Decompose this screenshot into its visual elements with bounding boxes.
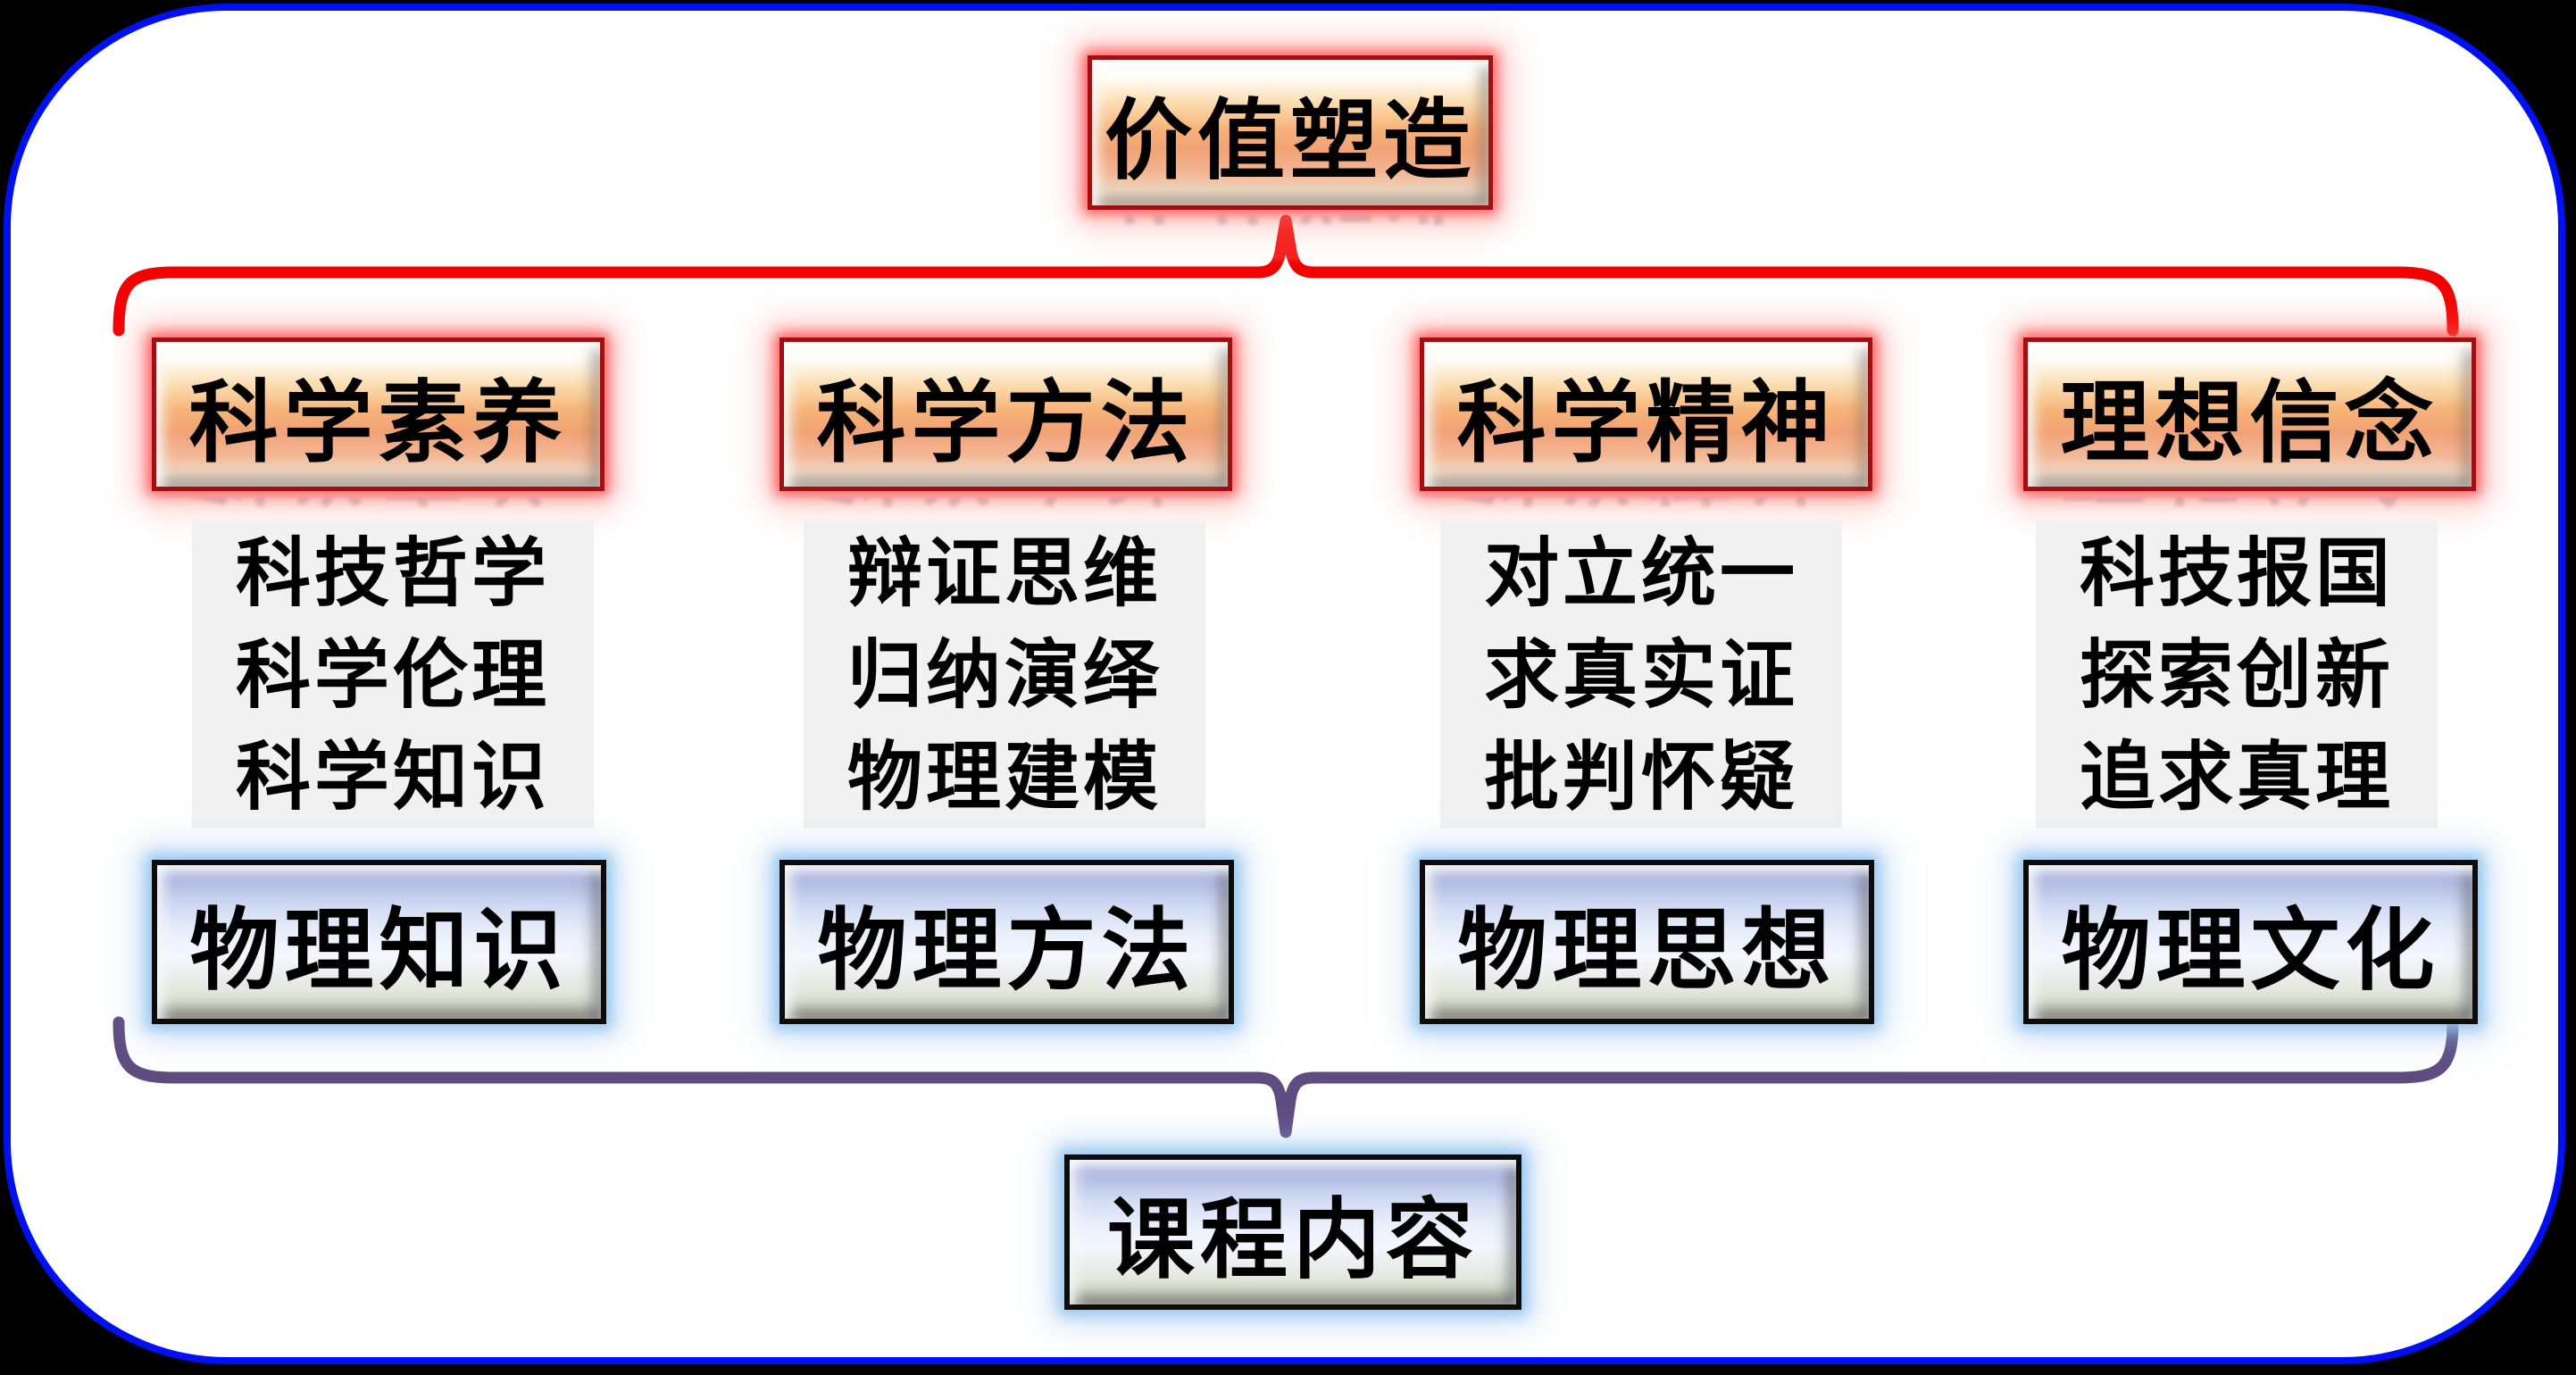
list-item: 归纳演绎 — [846, 632, 1162, 717]
column-1-item-list: 科技哲学 科学伦理 科学知识 — [192, 521, 594, 829]
column-1-header-box: 科学素养 科学素养 — [152, 338, 604, 542]
list-item: 辩证思维 — [846, 530, 1162, 615]
column-2-footer-box: 物理方法 — [779, 860, 1234, 1024]
column-3-header-label: 科学精神 — [1456, 372, 1836, 473]
list-item: 科学知识 — [235, 734, 550, 819]
course-content-box: 课程内容 — [1064, 1154, 1521, 1310]
column-3-footer-label: 物理思想 — [1457, 900, 1837, 1001]
column-4-footer-box: 物理文化 — [2023, 860, 2478, 1024]
value-shaping-label: 价值塑造 — [1104, 90, 1476, 189]
column-4-footer-label: 物理文化 — [2061, 900, 2440, 1001]
column-3-footer-box: 物理思想 — [1420, 860, 1874, 1024]
list-item: 科技报国 — [2079, 530, 2394, 615]
column-4-header-box: 理想信念 理想信念 — [2023, 338, 2476, 542]
list-item: 科学伦理 — [235, 632, 550, 717]
list-item: 求真实证 — [1483, 632, 1798, 717]
column-3-item-list: 对立统一 求真实证 批判怀疑 — [1440, 521, 1842, 829]
list-item: 批判怀疑 — [1483, 734, 1798, 819]
list-item: 探索创新 — [2079, 632, 2394, 717]
column-2-footer-label: 物理方法 — [817, 900, 1196, 1001]
column-1-footer-box: 物理知识 — [152, 860, 606, 1024]
column-4-header-label: 理想信念 — [2060, 372, 2439, 473]
column-3-header-box: 科学精神 科学精神 — [1420, 338, 1872, 542]
list-item: 追求真理 — [2079, 734, 2394, 819]
list-item: 物理建模 — [846, 734, 1162, 819]
column-4-item-list: 科技报国 探索创新 追求真理 — [2036, 521, 2438, 829]
column-2-header-box: 科学方法 科学方法 — [779, 338, 1232, 542]
list-item: 科技哲学 — [235, 530, 550, 615]
column-1-header-label: 科学素养 — [188, 372, 568, 473]
column-2-header-label: 科学方法 — [816, 372, 1196, 473]
list-item: 对立统一 — [1483, 530, 1798, 615]
column-2-item-list: 辩证思维 归纳演绎 物理建模 — [804, 521, 1205, 829]
value-shaping-box: 价值塑造 价值塑造 — [1088, 55, 1493, 261]
course-content-label: 课程内容 — [1106, 1190, 1479, 1288]
column-1-footer-label: 物理知识 — [189, 900, 569, 1001]
